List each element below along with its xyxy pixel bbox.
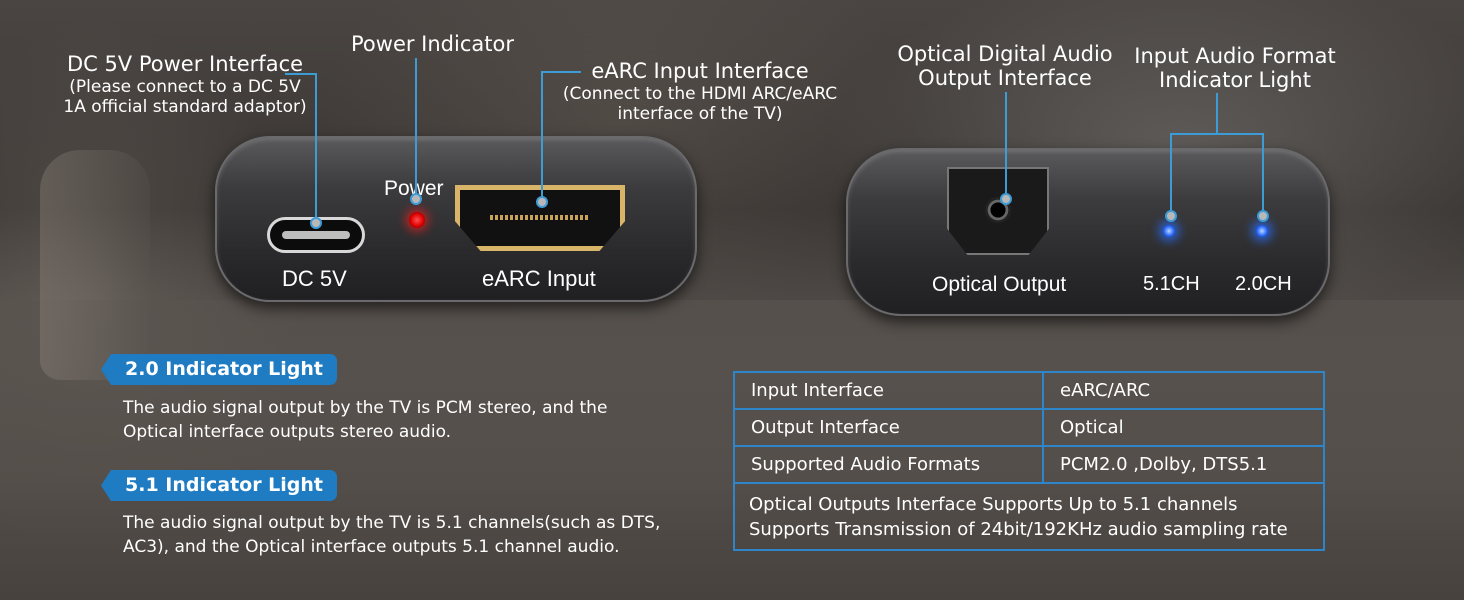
leader-dc-dot [310, 217, 322, 229]
table-row: Supported Audio Formats PCM2.0 ,Dolby, D… [733, 445, 1325, 484]
dc-power-sub2: 1A official standard adaptor) [63, 96, 307, 117]
section-20-line1: The audio signal output by the TV is PCM… [123, 398, 608, 418]
section-51-line1: The audio signal output by the TV is 5.1… [123, 513, 661, 533]
dc-port-label: DC 5V [282, 266, 347, 291]
section-51-text: The audio signal output by the TV is 5.1… [123, 511, 703, 559]
hdmi-pins [490, 215, 590, 220]
leader-optical-v [1005, 92, 1007, 198]
power-led [409, 212, 425, 228]
dc-power-sub1: (Please connect to a DC 5V [69, 77, 301, 98]
table-row: Output Interface Optical [733, 408, 1325, 447]
dc-power-title: DC 5V Power Interface [66, 52, 304, 76]
section-20-line2: Optical interface outputs stereo audio. [123, 422, 452, 442]
optical-title1: Optical Digital Audio [897, 42, 1113, 66]
leader-earc-h [541, 71, 581, 73]
led-20ch-label: 2.0CH [1235, 273, 1292, 295]
format-title1: Input Audio Format [1134, 44, 1336, 68]
spec-name: Input Interface [733, 371, 1044, 410]
leader-dc-h [285, 73, 317, 75]
earc-sub1: (Connect to the HDMI ARC/eARC [562, 84, 838, 105]
earc-title: eARC Input Interface [591, 59, 809, 83]
earc-sub2: interface of the TV) [617, 103, 783, 124]
leader-format-v20 [1262, 133, 1264, 215]
device-back-panel [846, 148, 1330, 316]
section-51-line2: AC3), and the Optical interface outputs … [123, 537, 620, 557]
power-led-label: Power [384, 177, 444, 200]
optical-title2: Output Interface [918, 66, 1092, 91]
spec-table: Input Interface eARC/ARC Output Interfac… [733, 371, 1325, 551]
spec-note-line2: Supports Transmission of 24bit/192KHz au… [749, 518, 1288, 540]
usb-c-tongue [282, 231, 350, 239]
leader-format-h [1170, 133, 1264, 135]
section-20-tag: 2.0 Indicator Light [101, 354, 338, 385]
earc-label: eARC Input Interface (Connect to the HDM… [540, 59, 860, 124]
power-indicator-title: Power Indicator [351, 32, 514, 56]
section-20-text: The audio signal output by the TV is PCM… [123, 396, 703, 444]
led-20ch [1256, 225, 1268, 237]
optical-label: Optical Digital Audio Output Interface [890, 42, 1120, 90]
leader-power-dot [410, 193, 422, 205]
leader-power-v [415, 58, 417, 198]
spec-note: Optical Outputs Interface Supports Up to… [733, 482, 1325, 551]
spec-value: Optical [1042, 408, 1325, 447]
format-title2: Indicator Light [1159, 68, 1311, 93]
toslink-optical-port [947, 167, 1049, 255]
leader-earc-dot [536, 196, 548, 208]
led-51ch [1163, 225, 1175, 237]
spec-value: PCM2.0 ,Dolby, DTS5.1 [1042, 445, 1325, 484]
section-51-tag: 5.1 Indicator Light [101, 470, 338, 501]
leader-earc-v [541, 71, 543, 201]
spec-name: Output Interface [733, 408, 1044, 447]
table-row: Input Interface eARC/ARC [733, 371, 1325, 410]
leader-format-stem [1216, 93, 1218, 135]
hdmi-earc-port [455, 185, 625, 251]
power-indicator-label: Power Indicator [340, 32, 525, 56]
earc-port-label: eARC Input [482, 266, 596, 291]
leader-format-v51 [1170, 133, 1172, 215]
format-label: Input Audio Format Indicator Light [1125, 44, 1345, 92]
optical-port-label: Optical Output [932, 273, 1067, 296]
spec-name: Supported Audio Formats [733, 445, 1044, 484]
leader-dc-v [315, 73, 317, 223]
led-51ch-label: 5.1CH [1143, 273, 1200, 295]
dc-power-label: DC 5V Power Interface (Please connect to… [45, 52, 325, 117]
spec-note-line1: Optical Outputs Interface Supports Up to… [749, 493, 1238, 515]
leader-51-dot [1165, 210, 1177, 222]
leader-optical-dot [1000, 193, 1012, 205]
leader-20-dot [1257, 210, 1269, 222]
background-vase [40, 150, 150, 380]
spec-value: eARC/ARC [1042, 371, 1325, 410]
table-row: Optical Outputs Interface Supports Up to… [733, 482, 1325, 551]
